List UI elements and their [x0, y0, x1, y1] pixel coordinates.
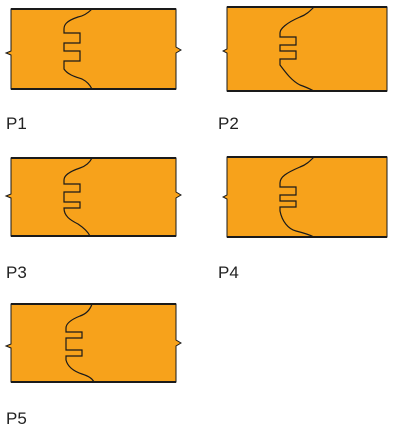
panel-label-p4: P4: [218, 263, 239, 282]
panel-label-p1: P1: [6, 114, 27, 133]
panel-label-p5: P5: [6, 409, 27, 428]
board-body: [4, 8, 182, 90]
panel-label-p3: P3: [6, 263, 27, 282]
joint-seam: [65, 303, 95, 383]
board-body: [4, 157, 182, 237]
joint-diagram-p5: [4, 303, 182, 383]
board-body: [222, 156, 388, 238]
joint-diagram-p1: [4, 8, 182, 90]
joint-seam: [63, 157, 93, 237]
joint-diagram-p3: [4, 157, 182, 237]
joint-diagram-p2: [222, 6, 388, 92]
panel-label-p2: P2: [218, 114, 239, 133]
board-body: [222, 6, 388, 92]
joint-diagram-p4: [222, 156, 388, 238]
board-body: [4, 303, 182, 383]
joint-seam: [63, 8, 93, 90]
joint-seam: [279, 6, 315, 92]
joint-seam: [279, 156, 315, 238]
